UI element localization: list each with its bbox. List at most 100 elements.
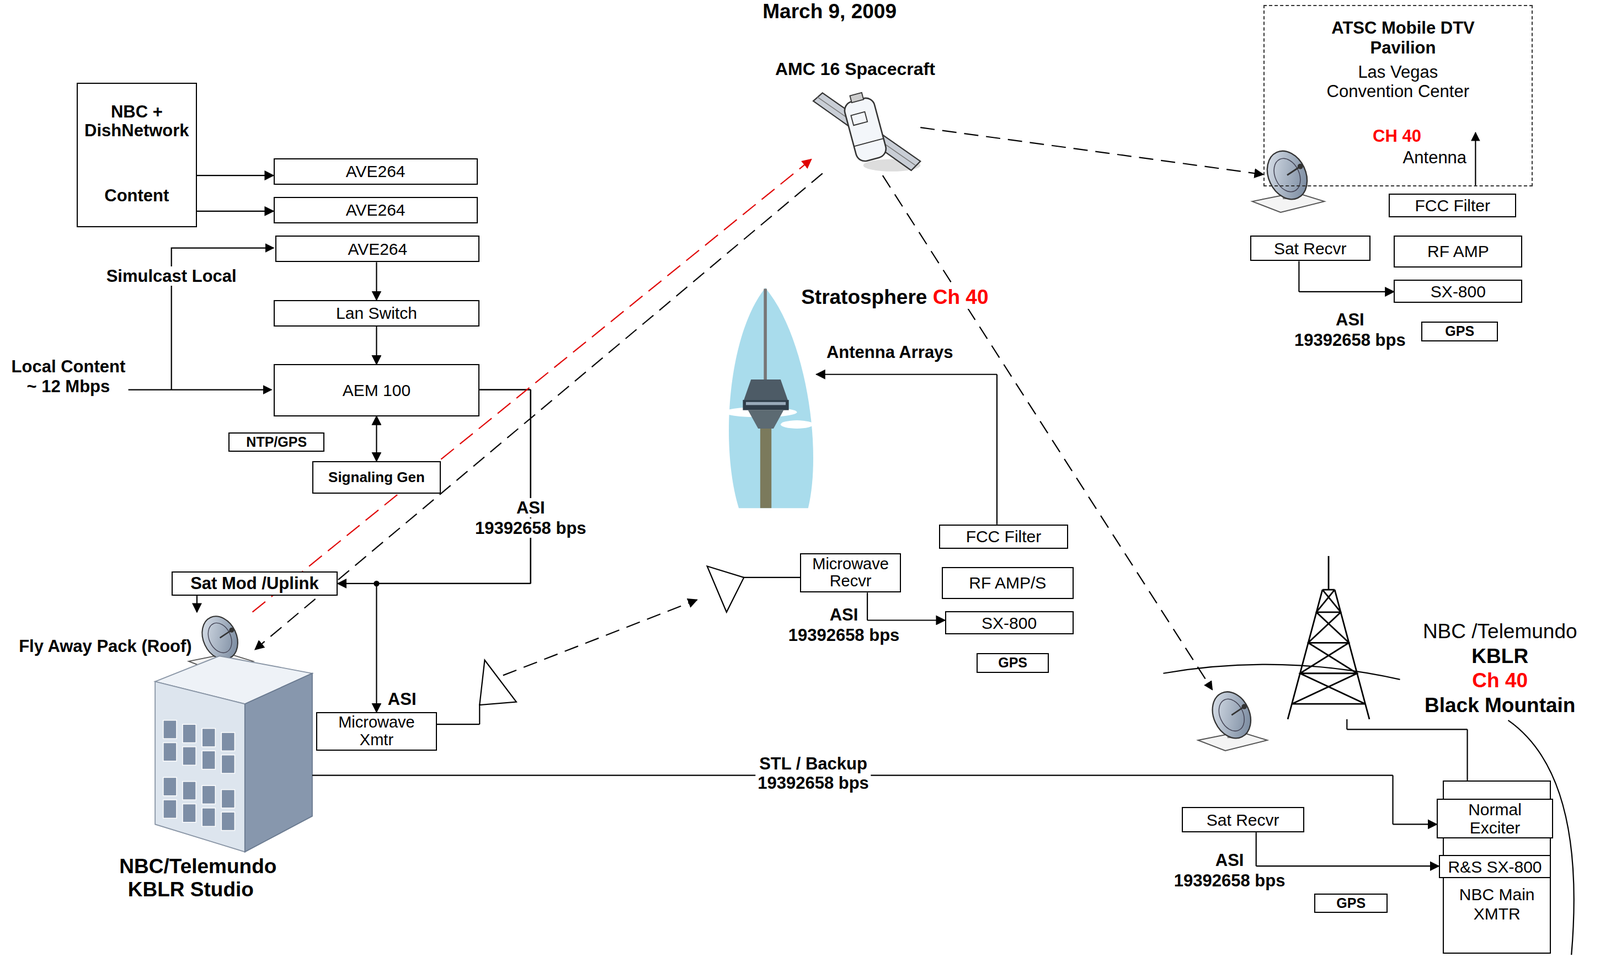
connector: [1346, 719, 1468, 781]
signal-label: Simulcast Local: [104, 266, 239, 287]
transmitter-cabinet: NBC Main XMTRNormal ExciterR&S SX-800: [1442, 780, 1551, 954]
connector-segment: [866, 592, 868, 621]
antenna-symbol: [707, 566, 745, 613]
stratosphere-tower: [742, 400, 789, 410]
connector-segment: [479, 388, 531, 391]
box-label: Microwave Xmtr: [323, 713, 429, 750]
tower-node: StratosphereCh 40: [726, 288, 817, 509]
signal-label: 19392658 bps: [473, 518, 589, 539]
connector-segment: [196, 174, 274, 176]
component-box: RF AMP: [1393, 235, 1523, 268]
connector-segment: [503, 600, 697, 676]
stratosphere-tower: [763, 288, 767, 380]
connector-segment: [742, 577, 800, 579]
connector-segment: [337, 583, 531, 585]
signal-line: [126, 132, 1574, 956]
component-box: SX-800: [1393, 279, 1523, 304]
connector: [196, 595, 197, 613]
box-label: Content: [104, 186, 169, 206]
connector: [252, 159, 812, 613]
signal-label: ASI: [514, 498, 547, 519]
connector-segment: [1256, 865, 1439, 867]
box-label: RF AMP/S: [968, 573, 1047, 592]
stratosphere-tower: [745, 402, 786, 406]
connector: [1298, 260, 1394, 292]
connector-label: STL / Backup 19392658 bps: [755, 754, 871, 794]
connector-segment: [1298, 260, 1300, 292]
box-label: AVE264: [347, 240, 408, 259]
component-box: Lan Switch: [273, 300, 480, 327]
box-label: AEM 100: [342, 381, 411, 400]
node-label: Black Mountain: [1424, 694, 1576, 718]
box-label: FCC Filter: [1414, 196, 1491, 215]
venue-region: ATSC Mobile DTV PavilionLas Vegas Conven…: [1263, 4, 1533, 187]
node-label: AMC 16 Spacecraft: [775, 59, 936, 80]
connector-segment: [920, 127, 1263, 175]
satellite: [854, 138, 884, 147]
satellite: [813, 92, 921, 171]
connector-segment: [375, 262, 377, 300]
component-box: SX-800: [945, 611, 1074, 636]
box-label: GPS: [1336, 896, 1366, 912]
component-box: Normal Exciter: [1436, 798, 1554, 839]
connector-segment: [816, 374, 997, 376]
signal-line: [882, 175, 1213, 690]
box-label: SX-800: [1430, 282, 1486, 301]
box-label: Sat Recvr: [1273, 239, 1347, 258]
component-box: AVE264: [273, 158, 478, 185]
connector-segment: [1298, 291, 1394, 293]
box-label: FCC Filter: [966, 527, 1042, 546]
satellite: [842, 96, 888, 164]
studio-building: [163, 720, 177, 739]
component-box: GPS: [976, 653, 1049, 674]
connector-segment: [1392, 775, 1394, 825]
studio-node: NBC/Telemundo KBLR Studio: [155, 653, 313, 853]
connector: [196, 210, 274, 212]
connector: [867, 592, 946, 621]
transmitter-tower: [1287, 556, 1370, 720]
satellite-node: AMC 16 Spacecraft: [811, 91, 921, 174]
title-row: StratosphereCh 40: [798, 285, 997, 310]
site-label: Ch 40: [932, 285, 989, 309]
connector: [376, 326, 377, 365]
stratosphere-tower: [723, 288, 814, 509]
connector-segment: [254, 173, 823, 650]
studio-building: [221, 732, 235, 751]
satellite: [849, 92, 864, 103]
studio-building: [244, 673, 313, 853]
studio-building: [182, 747, 196, 766]
component-box: NTP/GPS: [228, 432, 325, 452]
stratosphere-tower: [743, 379, 788, 400]
studio-building: [155, 681, 245, 853]
connector-segment: [1346, 719, 1348, 730]
node-label: NBC Main XMTR: [1448, 885, 1546, 924]
box-label: NTP/GPS: [246, 434, 307, 451]
studio-building: [201, 750, 216, 770]
signal-label: 19392658 bps: [786, 625, 902, 646]
component-box: GPS: [1314, 893, 1388, 914]
signal-line: [1474, 132, 1476, 186]
connector: [196, 175, 274, 176]
connector: [920, 127, 1263, 175]
studio-building: [163, 743, 177, 762]
box-label: RF AMP: [1427, 242, 1490, 261]
connector-segment: [252, 159, 812, 613]
signal-label: ASI: [1213, 850, 1246, 871]
diagram-title: March 9, 2009: [760, 0, 899, 24]
dish-icon: [1197, 685, 1268, 751]
studio-building: [221, 755, 235, 774]
connector-segment: [1346, 728, 1468, 730]
connector: [376, 416, 377, 462]
node-label: Fly Away Pack (Roof): [18, 636, 192, 657]
component-box: FCC Filter: [1388, 193, 1517, 218]
studio-building: [201, 728, 216, 748]
connector: [436, 577, 800, 725]
signal-line: [126, 388, 272, 391]
satellite: [840, 89, 888, 163]
connector-segment: [436, 723, 480, 725]
component-box: AVE264: [273, 196, 478, 224]
node-label: NBC/Telemundo KBLR Studio: [119, 855, 263, 903]
site-label: Stratosphere: [801, 285, 927, 309]
studio-building: [182, 724, 196, 743]
connector: [816, 374, 997, 525]
